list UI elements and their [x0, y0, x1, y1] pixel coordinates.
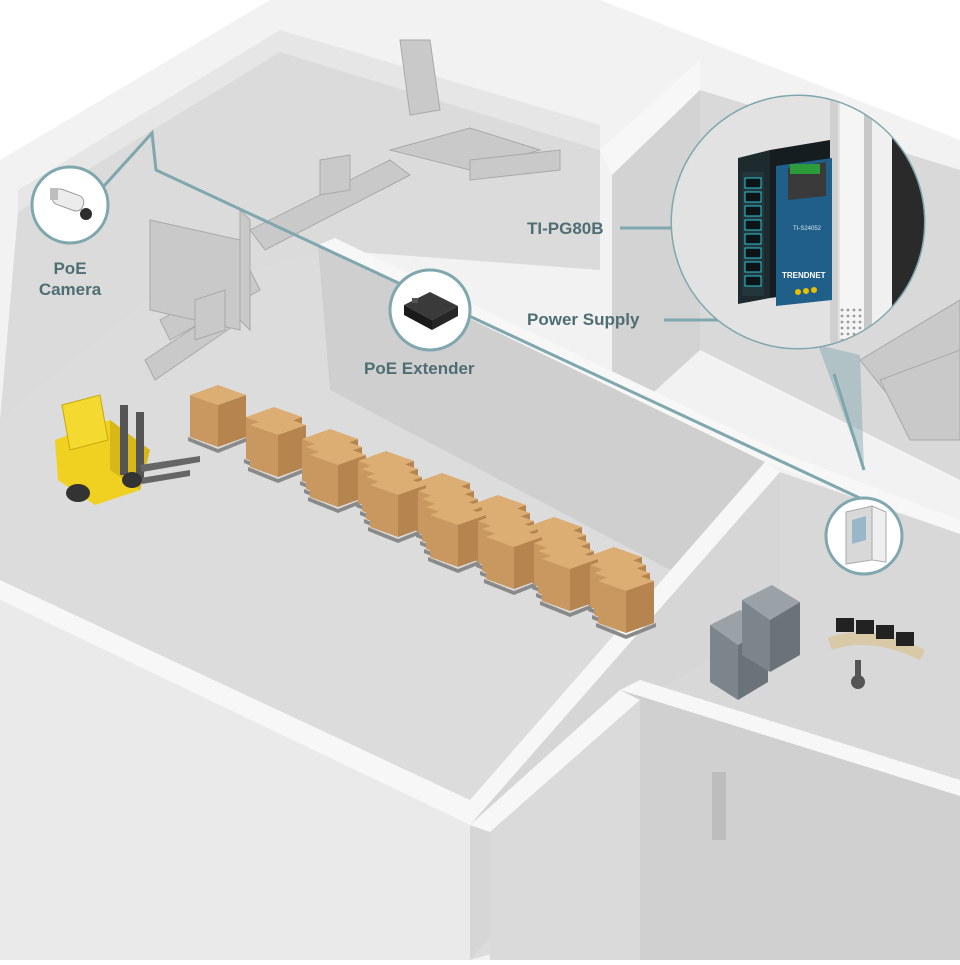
server-racks: [710, 585, 800, 700]
brand-text: TRENDNET: [782, 271, 826, 280]
callout-pointer: [818, 345, 864, 470]
panel-vent-hole: [846, 320, 850, 324]
ethernet-port: [744, 177, 762, 189]
forklift: [55, 394, 200, 505]
power-supply-unit: TI-S24052 TRENDNET: [776, 158, 832, 306]
panel-vent-hole: [840, 332, 844, 336]
panel-vent-hole: [858, 326, 862, 330]
poe-camera-label: PoE Camera: [39, 258, 101, 300]
power-supply-label: Power Supply: [527, 310, 640, 329]
panel-vent-hole: [852, 314, 856, 318]
panel-vent-hole: [846, 314, 850, 318]
cabinet-callout: [824, 496, 904, 576]
panel-vent-hole: [840, 308, 844, 312]
panel-vent-hole: [840, 326, 844, 330]
pallet-boxes: [188, 385, 656, 639]
pallet-box: [248, 415, 308, 483]
ethernet-port: [744, 191, 762, 203]
poe-camera-label-line2: Camera: [38, 280, 102, 299]
ethernet-port: [744, 261, 762, 273]
panel-vent-hole: [852, 320, 856, 324]
ethernet-port: [744, 233, 762, 245]
poe-camera-label-line1: PoE: [53, 259, 87, 278]
poe-extender-callout: [388, 268, 472, 352]
conveyor-machinery: [144, 39, 561, 381]
pallet-box: [428, 505, 488, 573]
panel-vent-hole: [846, 326, 850, 330]
panel-vent-hole: [840, 314, 844, 318]
panel-vent-hole: [840, 320, 844, 324]
poe-extender-icon: [404, 292, 458, 330]
ti-pg80b-label: TI-PG80B: [527, 219, 604, 238]
panel-vent-hole: [858, 320, 862, 324]
operator-desk: [828, 618, 925, 689]
panel-vent-hole: [852, 308, 856, 312]
right-room-machinery: [859, 299, 960, 441]
poe-camera-icon: [50, 188, 92, 220]
pallet-box: [188, 385, 248, 453]
panel-vent-hole: [846, 332, 850, 336]
panel-vent-hole: [858, 308, 862, 312]
panel-vent-hole: [858, 314, 862, 318]
cabinet-icon: [845, 505, 887, 565]
panel-vent-hole: [846, 308, 850, 312]
psu-model-text: TI-S24052: [793, 226, 822, 232]
poe-extender-label: PoE Extender: [364, 359, 475, 378]
ethernet-port: [744, 205, 762, 217]
ethernet-port: [744, 219, 762, 231]
pallet-box: [596, 571, 656, 639]
camera-callout: [30, 165, 110, 245]
ethernet-port: [744, 247, 762, 259]
ethernet-port: [744, 275, 762, 287]
panel-vent-hole: [852, 326, 856, 330]
